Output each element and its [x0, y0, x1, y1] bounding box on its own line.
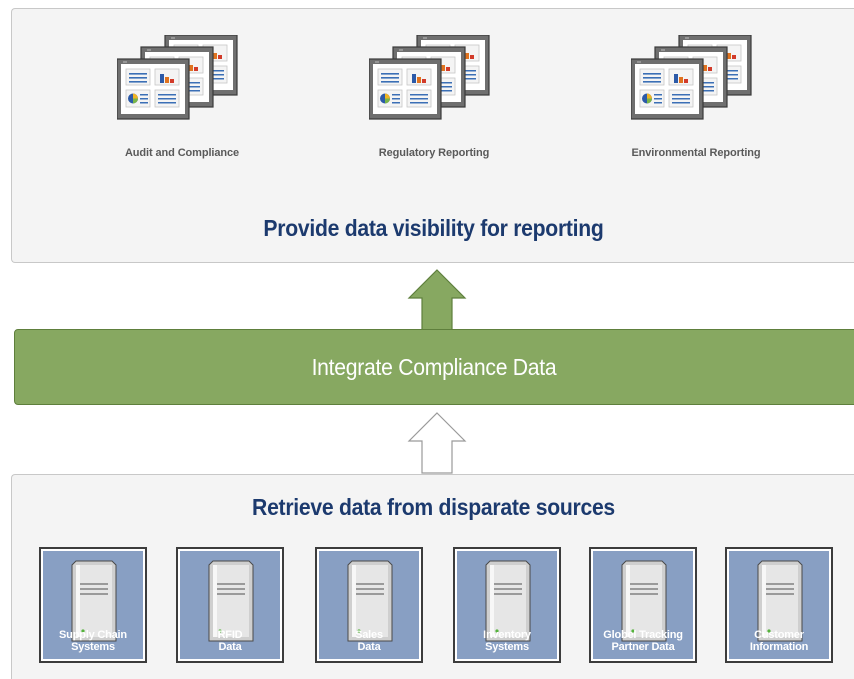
- source-label: RFID Data: [178, 629, 282, 653]
- source-label: Supply Chain Systems: [41, 629, 145, 653]
- arrow-up-outline-icon: [407, 412, 467, 474]
- source-label-line1: RFID: [217, 629, 243, 641]
- arrow-up-icon: [407, 269, 467, 331]
- report-audit-compliance: Audit and Compliance: [82, 35, 282, 159]
- source-label: Inventory Systems: [455, 629, 559, 653]
- report-label: Audit and Compliance: [124, 147, 240, 159]
- source-label: Customer Information: [727, 629, 831, 653]
- sources-panel: Retrieve data from disparate sources Sup…: [11, 474, 854, 679]
- reporting-heading: Provide data visibility for reporting: [263, 215, 604, 241]
- source-label-line2: Data: [218, 641, 242, 653]
- source-label: Globel Tracking Partner Data: [591, 629, 695, 653]
- source-supply-chain: Supply Chain Systems: [39, 547, 147, 663]
- report-stack-icon: [631, 35, 752, 120]
- source-label-line2: Systems: [71, 641, 115, 653]
- report-environmental: Environmental Reporting: [596, 35, 796, 159]
- source-rfid: RFID Data: [176, 547, 284, 663]
- source-label-line2: Data: [357, 641, 381, 653]
- source-label-line2: Systems: [485, 641, 529, 653]
- source-label-line1: Supply Chain: [59, 629, 127, 641]
- source-global-tracking: Globel Tracking Partner Data: [589, 547, 697, 663]
- report-label: Environmental Reporting: [631, 147, 761, 159]
- source-label: Sales Data: [317, 629, 421, 653]
- source-customer: Customer Information: [725, 547, 833, 663]
- report-stack-icon: [369, 35, 490, 120]
- source-label-line1: Customer: [754, 629, 804, 641]
- source-sales: Sales Data: [315, 547, 423, 663]
- source-label-line2: Partner Data: [611, 641, 675, 653]
- source-label-line1: Inventory: [483, 629, 531, 641]
- source-inventory: Inventory Systems: [453, 547, 561, 663]
- integration-label: Integrate Compliance Data: [311, 354, 557, 380]
- reporting-panel: Audit and Compliance Regulatory Reportin…: [11, 8, 854, 263]
- report-label: Regulatory Reporting: [378, 147, 490, 159]
- source-label-line1: Globel Tracking: [603, 629, 683, 641]
- report-stack-icon: [117, 35, 238, 120]
- source-label-line2: Information: [749, 641, 809, 653]
- source-label-line1: Sales: [355, 629, 383, 641]
- integration-band: Integrate Compliance Data: [14, 329, 854, 405]
- report-regulatory: Regulatory Reporting: [334, 35, 534, 159]
- sources-heading: Retrieve data from disparate sources: [252, 494, 615, 520]
